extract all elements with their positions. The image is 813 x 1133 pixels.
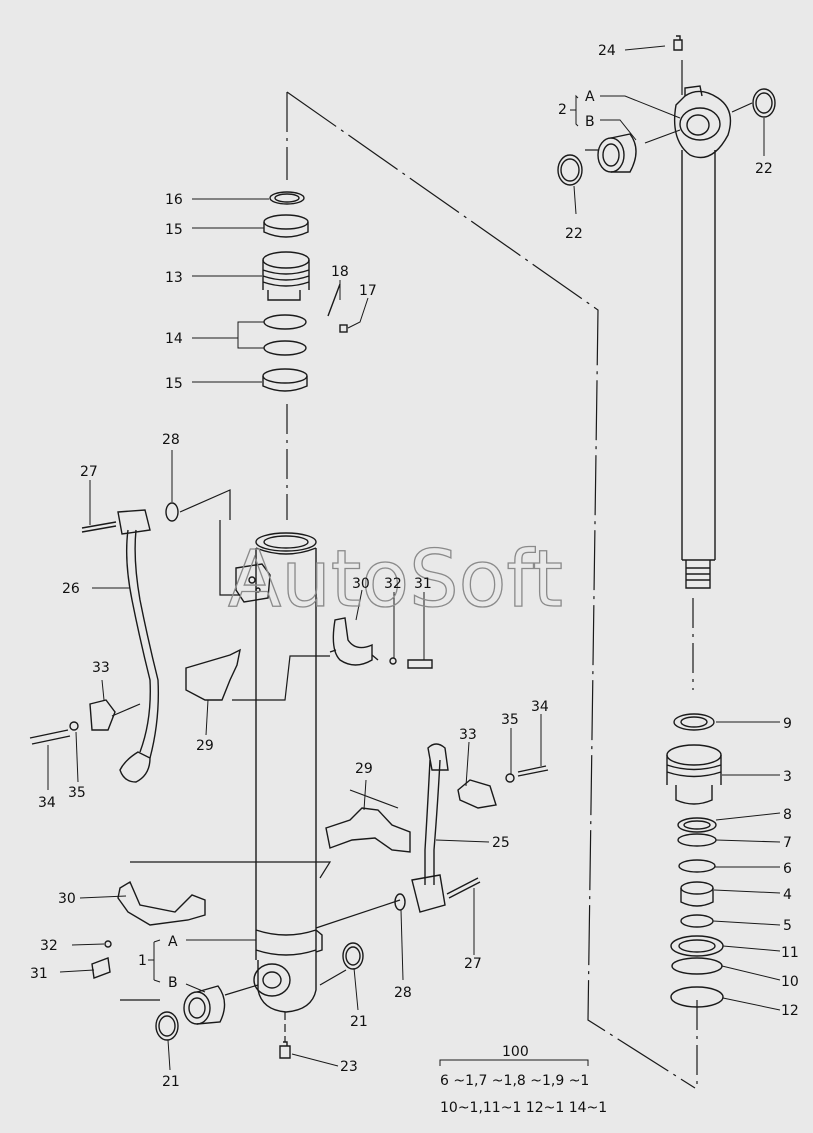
leader-lines xyxy=(47,45,781,1071)
repair-kit-note: 100 6 ~1,7 ~1,8 ~1,9 ~1 10~1,11~1 12~1 1… xyxy=(440,1044,607,1116)
label-part-4: 4 xyxy=(783,887,792,903)
clamps-and-fasteners xyxy=(29,617,549,979)
label-part-24: 24 xyxy=(598,43,616,59)
label-part-30-lower: 30 xyxy=(58,891,76,907)
piston-rod xyxy=(673,35,732,589)
cylinder-tube xyxy=(235,532,323,1013)
label-part-35-left: 35 xyxy=(68,785,86,801)
label-part-1-b: B xyxy=(168,975,178,991)
label-part-12: 12 xyxy=(781,1003,799,1019)
label-part-28-upper: 28 xyxy=(162,432,180,448)
kit-number: 100 xyxy=(502,1044,529,1060)
kit-contents-line-2: 10~1,11~1 12~1 14~1 xyxy=(440,1100,607,1116)
label-part-2-a: A xyxy=(585,89,595,105)
kit-contents-line-1: 6 ~1,7 ~1,8 ~1,9 ~1 xyxy=(440,1073,589,1089)
label-part-21-right: 21 xyxy=(350,1014,368,1030)
label-part-30-upper: 30 xyxy=(352,576,370,592)
label-part-3: 3 xyxy=(783,769,792,785)
label-part-34-right: 34 xyxy=(531,699,549,715)
label-part-23: 23 xyxy=(340,1059,358,1075)
label-part-22-left: 22 xyxy=(565,226,583,242)
part-number-labels: 24 2 A B 22 22 16 15 13 18 17 14 15 28 2… xyxy=(30,43,799,1090)
label-part-16: 16 xyxy=(165,192,183,208)
label-part-1-a: A xyxy=(168,934,178,950)
bushings-and-seals xyxy=(155,88,776,1059)
label-part-32-lower: 32 xyxy=(40,938,58,954)
label-part-22-right: 22 xyxy=(755,161,773,177)
watermark-text: AutoSoft xyxy=(228,535,563,625)
label-part-14: 14 xyxy=(165,331,183,347)
label-part-13: 13 xyxy=(165,270,183,286)
label-part-32-upper: 32 xyxy=(384,576,402,592)
label-part-7: 7 xyxy=(783,835,792,851)
label-part-27-upper: 27 xyxy=(80,464,98,480)
label-part-21-left: 21 xyxy=(162,1074,180,1090)
label-part-2-b: B xyxy=(585,114,595,130)
label-part-31-upper: 31 xyxy=(414,576,432,592)
label-part-15-upper: 15 xyxy=(165,222,183,238)
hydraulic-pipes xyxy=(81,502,481,913)
label-part-6: 6 xyxy=(783,861,792,877)
label-part-25: 25 xyxy=(492,835,510,851)
label-part-5: 5 xyxy=(783,918,792,934)
label-part-2: 2 xyxy=(558,102,567,118)
label-part-29-left: 29 xyxy=(196,738,214,754)
label-part-18: 18 xyxy=(331,264,349,280)
gland-parts-right xyxy=(666,713,724,1008)
label-part-10: 10 xyxy=(781,974,799,990)
label-part-29-right: 29 xyxy=(355,761,373,777)
label-part-33-left: 33 xyxy=(92,660,110,676)
label-part-17: 17 xyxy=(359,283,377,299)
label-part-28-lower: 28 xyxy=(394,985,412,1001)
label-part-33-right: 33 xyxy=(459,727,477,743)
label-part-8: 8 xyxy=(783,807,792,823)
label-part-27-lower: 27 xyxy=(464,956,482,972)
label-part-31-lower: 31 xyxy=(30,966,48,982)
label-part-34-left: 34 xyxy=(38,795,56,811)
label-part-1: 1 xyxy=(138,953,147,969)
label-part-15-lower: 15 xyxy=(165,376,183,392)
gland-parts-left xyxy=(262,191,348,392)
label-part-9: 9 xyxy=(783,716,792,732)
label-part-35-right: 35 xyxy=(501,712,519,728)
label-part-26: 26 xyxy=(62,581,80,597)
label-part-11: 11 xyxy=(781,945,799,961)
assembly-lines xyxy=(111,60,753,1089)
